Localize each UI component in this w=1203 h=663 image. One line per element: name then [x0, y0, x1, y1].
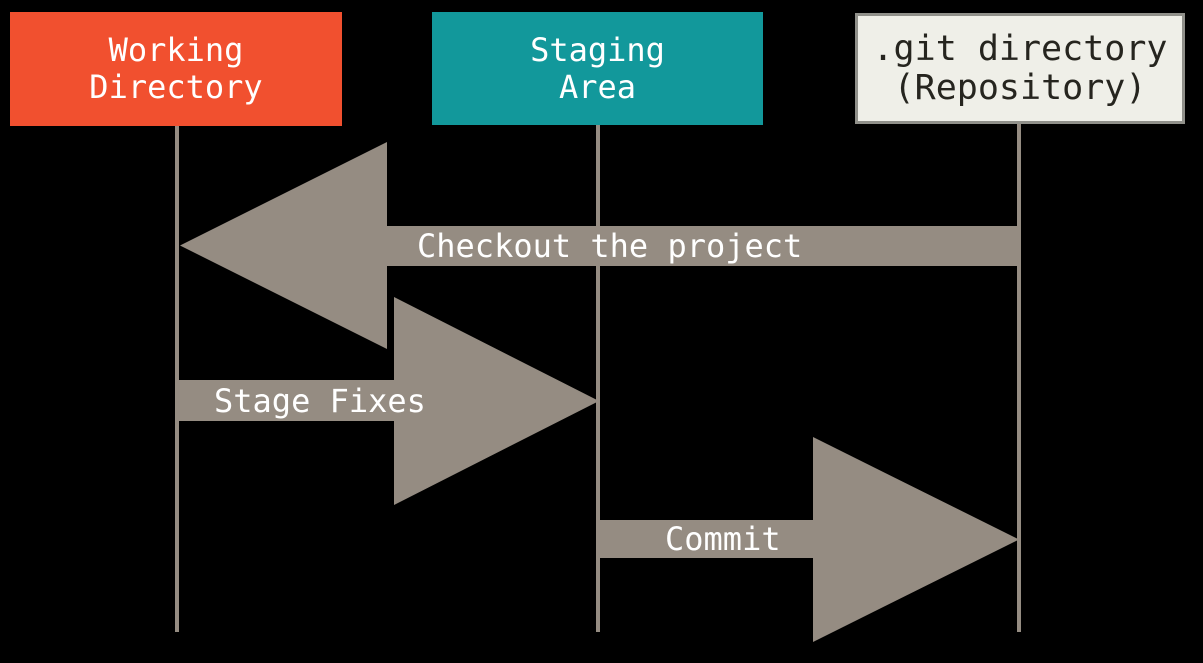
git-directory-label-line1: .git directory: [872, 28, 1168, 69]
staging-area-box: Staging Area: [432, 12, 763, 125]
commit-arrow-label: Commit: [665, 520, 781, 558]
working-directory-label-line2: Directory: [89, 68, 263, 106]
commit-arrow-head: [813, 437, 1019, 642]
commit-arrow-shaft: [600, 520, 813, 558]
checkout-arrow-label: Checkout the project: [417, 227, 803, 265]
working-directory-box: Working Directory: [10, 12, 342, 126]
git-directory-label-line2: (Repository): [893, 67, 1147, 108]
working-directory-lifeline: [175, 126, 179, 632]
staging-area-label-line2: Area: [558, 67, 637, 106]
staging-area-lifeline: [596, 125, 600, 632]
git-directory-lifeline: [1017, 124, 1021, 632]
checkout-arrow-shaft: [387, 226, 1018, 266]
staging-area-label-line1: Staging: [530, 30, 665, 69]
stage-fixes-arrow-shaft: [179, 380, 394, 421]
stage-fixes-arrow-label: Stage Fixes: [214, 381, 426, 420]
working-directory-label-line1: Working: [108, 31, 244, 69]
git-directory-box: .git directory (Repository): [855, 13, 1185, 124]
checkout-arrow-head: [180, 142, 387, 349]
